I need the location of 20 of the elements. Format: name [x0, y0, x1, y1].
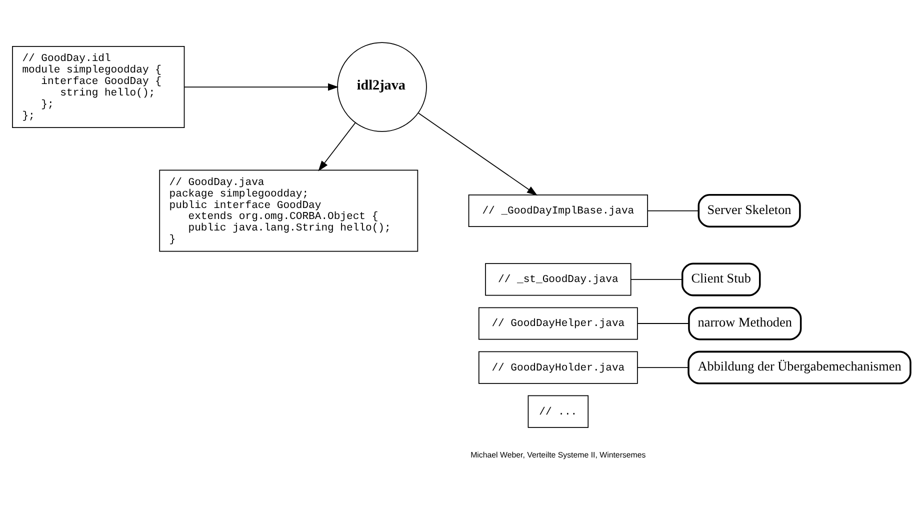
node-circle: idl2java	[337, 42, 427, 132]
node-box: Client Stub	[681, 262, 761, 296]
node-box: // ...	[528, 394, 589, 428]
arrow	[184, 82, 339, 90]
connector	[637, 322, 690, 324]
arrow	[418, 112, 538, 196]
label: Michael Weber, Verteilte Systeme II, Wintersemes	[470, 450, 646, 460]
connector	[630, 278, 682, 280]
node-box: Abbildung der Übergabemechanismen	[688, 350, 912, 384]
node-box: narrow Methoden	[688, 306, 802, 340]
node-box: // GoodDay.idl module simplegoodday { interface GoodDay { string hello(); }; };	[12, 46, 185, 128]
node-box: Server Skeleton	[698, 194, 801, 227]
node-box: // _st_GoodDay.java	[485, 262, 632, 296]
node-box: // _GoodDayImplBase.java	[468, 194, 648, 227]
node-box: // GoodDay.java package simplegoodday; public interface GoodDay extends org.omg.CORBA.Object { public java.lang.String hello(); }	[159, 169, 418, 252]
node-box: // GoodDayHelper.java	[478, 306, 638, 340]
node-box: // GoodDayHolder.java	[478, 350, 638, 384]
arrow	[318, 122, 356, 171]
connector	[647, 210, 699, 211]
connector	[637, 366, 689, 368]
